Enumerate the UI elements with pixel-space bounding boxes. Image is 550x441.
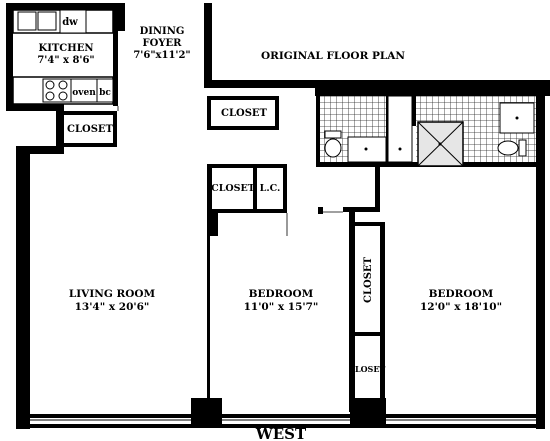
toilet-icon <box>497 139 527 157</box>
kitchen-name: KITCHEN <box>39 43 94 54</box>
bedroom2-closet-small-label: CLOSET <box>349 364 386 374</box>
dining-name-line2: FOYER <box>143 38 183 49</box>
toilet-icon <box>324 130 342 158</box>
bedroom2-size: 12'0" x 18'10" <box>420 301 502 313</box>
bc-label: bc <box>99 88 111 98</box>
bathroom-floors <box>320 95 536 167</box>
living-room-name: LIVING ROOM <box>69 288 156 300</box>
foyer-closet-label: CLOSET <box>221 108 268 119</box>
dining-size: 7'6"x11'2" <box>133 50 190 61</box>
hall-closet-label: CLOSET <box>211 183 255 194</box>
dishwasher-label: dw <box>62 17 78 28</box>
kitchen-counters <box>12 9 117 105</box>
doors <box>117 106 343 236</box>
plan-title: ORIGINAL FLOOR PLAN <box>261 50 405 62</box>
shower-stall <box>417 121 464 167</box>
living-room-size: 13'4" x 20'6" <box>75 301 150 313</box>
linen-closet-label: L.C. <box>260 183 281 194</box>
bedroom2-closet-large-label: CLOSET <box>363 256 374 303</box>
oven-label: oven <box>72 88 96 98</box>
exterior-walls <box>6 3 550 429</box>
bedroom1-name: BEDROOM <box>249 288 314 300</box>
kitchen-closet-label: CLOSET <box>67 124 114 135</box>
orientation-label: WEST <box>255 425 307 441</box>
bedroom1-size: 11'0" x 15'7" <box>244 301 319 313</box>
dining-name-line1: DINING <box>140 26 185 37</box>
bedroom2-name: BEDROOM <box>429 288 494 300</box>
kitchen-size: 7'4" x 8'6" <box>37 55 94 66</box>
